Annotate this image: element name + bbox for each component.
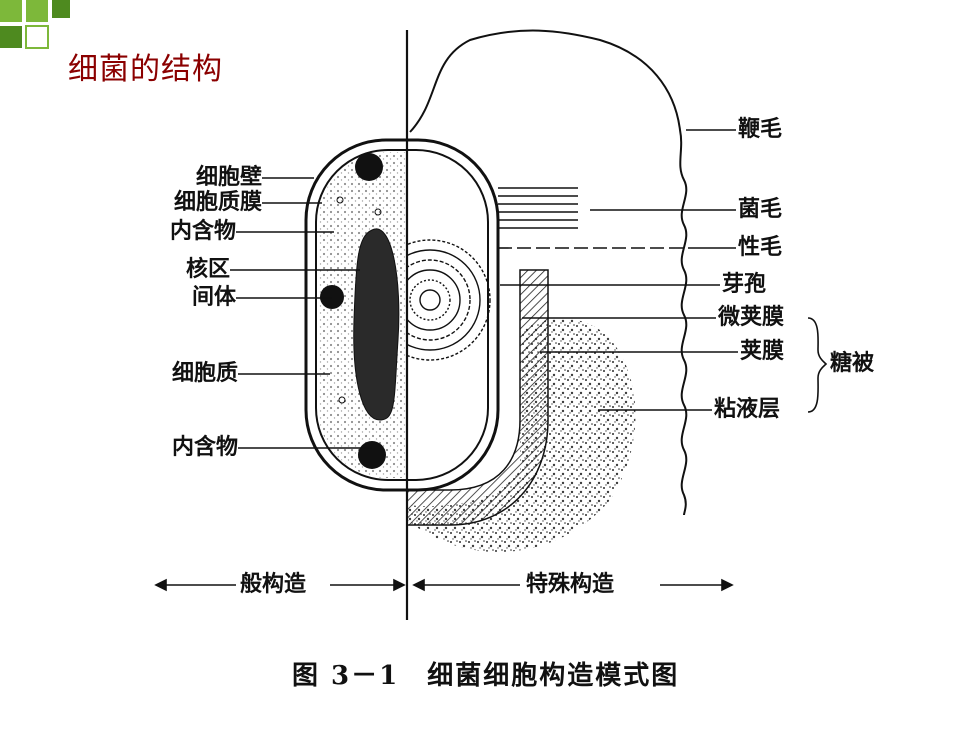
label-nucleoid: 核区	[185, 257, 230, 282]
logo-squares	[0, 0, 70, 49]
mesosome	[320, 285, 344, 309]
leader-lines-left	[230, 177, 372, 449]
label-general-structure: 般构造	[240, 572, 307, 597]
capsule-band	[407, 269, 549, 526]
label-flagellum: 鞭毛	[738, 117, 783, 142]
leader-lines-right	[500, 129, 738, 411]
label-special-structure: 特殊构造	[526, 572, 615, 597]
label-sex-pilus: 性毛	[738, 235, 783, 260]
label-mesosome: 间体	[191, 285, 236, 310]
inclusion-bottom	[358, 441, 386, 469]
nucleoid	[353, 228, 400, 421]
label-pili: 菌毛	[738, 197, 783, 222]
label-glycocalyx: 糖被	[830, 351, 875, 376]
section-arrows	[154, 578, 734, 592]
label-inclusion-top: 内含物	[169, 219, 236, 244]
label-inclusion-bottom: 内含物	[171, 435, 238, 460]
label-microcapsule: 微荚膜	[718, 305, 785, 330]
glycocalyx-brace	[807, 317, 828, 413]
label-spore: 芽孢	[722, 272, 767, 297]
label-capsule: 荚膜	[740, 339, 785, 364]
page-title: 细菌的结构	[68, 52, 223, 87]
pili-lines	[498, 187, 578, 229]
label-cytoplasm: 细胞质	[171, 361, 238, 386]
label-cell-membrane: 细胞质膜	[173, 190, 262, 215]
figure-caption: 图 3－1 细菌细胞构造模式图	[292, 661, 680, 691]
spore	[407, 239, 491, 361]
label-slime-layer: 粘液层	[714, 397, 781, 422]
cell-wall	[304, 138, 500, 492]
label-cell-wall: 细胞壁	[195, 165, 262, 190]
flagellum	[409, 29, 688, 516]
inclusion-top	[355, 153, 383, 181]
